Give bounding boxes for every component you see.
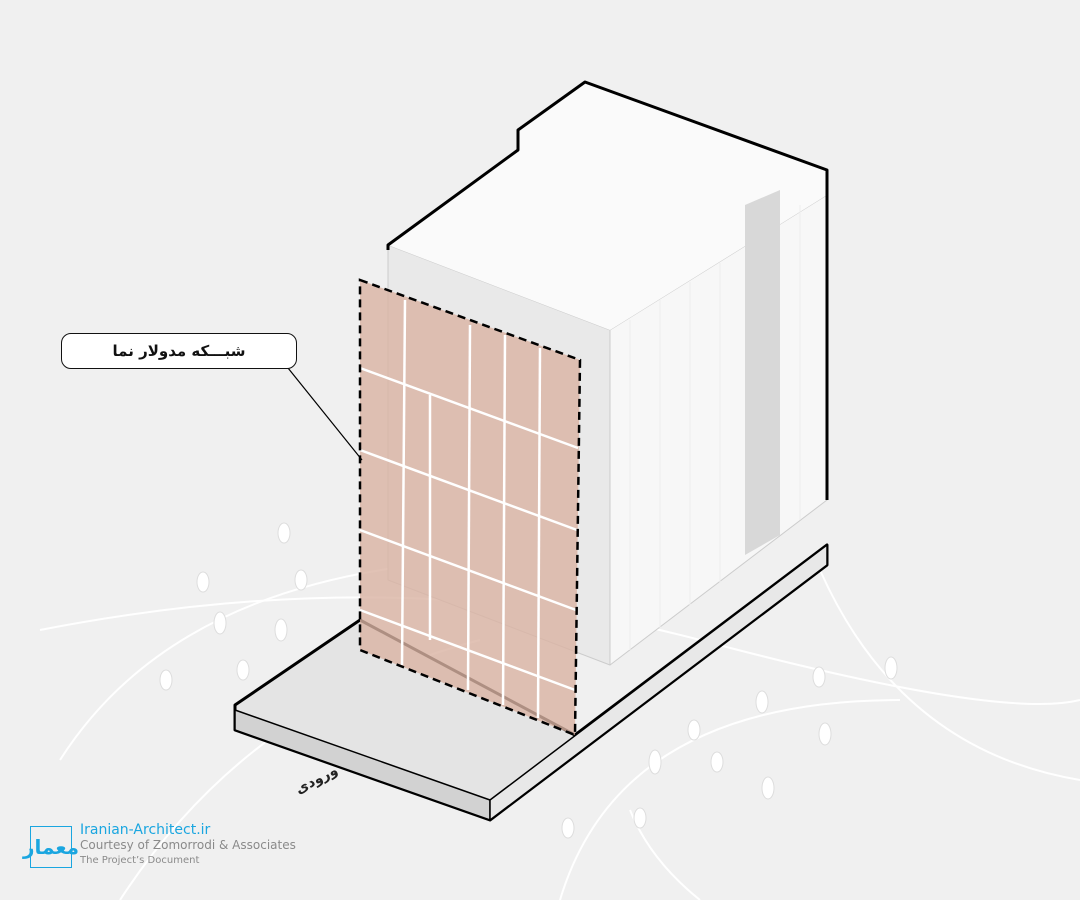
document-text: The Project’s Document — [80, 855, 200, 866]
credits: Iranian-Architect.ir Courtesy of Zomorro… — [80, 823, 296, 868]
trees — [159, 522, 898, 839]
callout-leader — [287, 367, 363, 461]
iranian-architect-logo: معمار — [23, 826, 79, 868]
site-link[interactable]: Iranian-Architect.ir — [80, 822, 211, 838]
courtesy-text: Courtesy of Zomorrodi & Associates — [80, 838, 296, 852]
facade-grid-callout: شبـــکه مدولار نما — [61, 333, 297, 369]
modular-facade-grid — [287, 278, 582, 737]
